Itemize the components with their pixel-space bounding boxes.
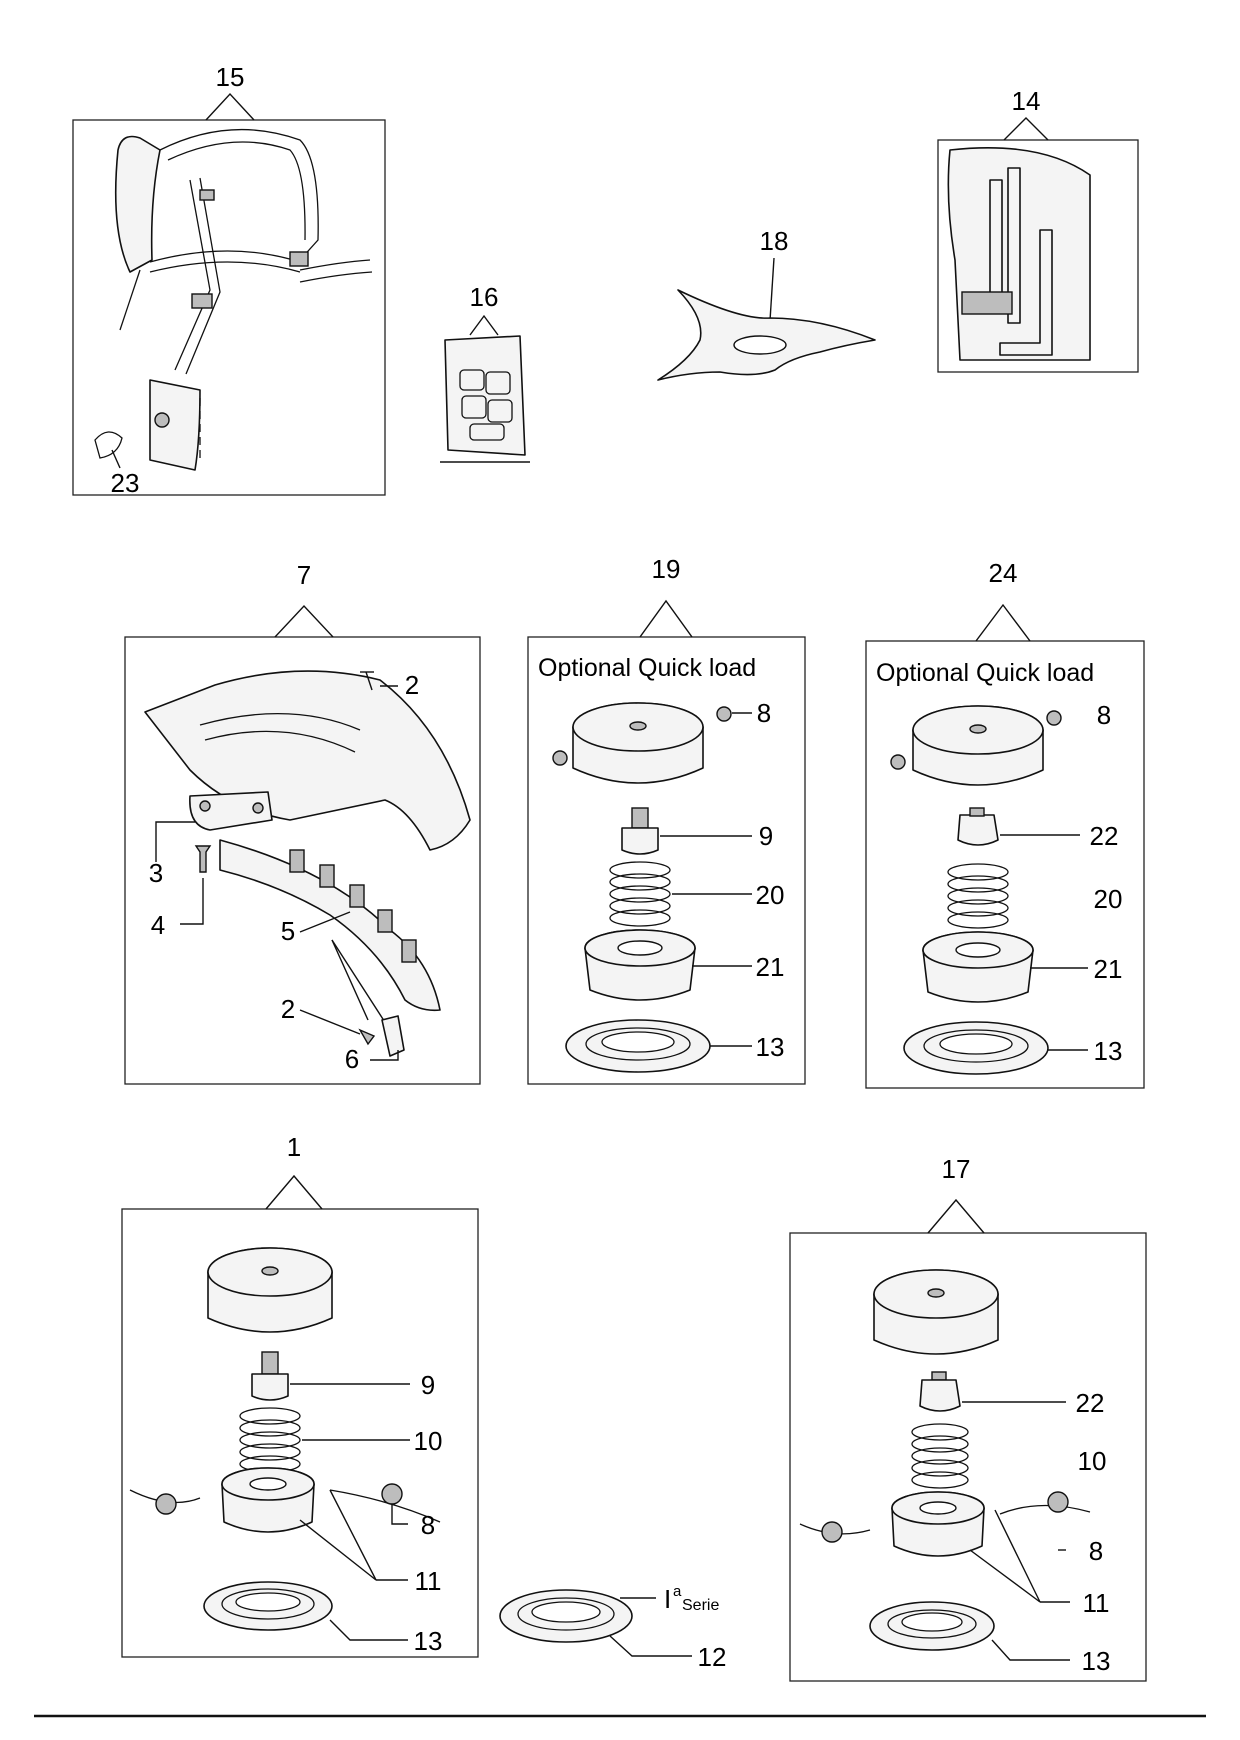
group-15-harness: 15 23 <box>72 62 386 498</box>
screw-icon <box>365 671 373 691</box>
group-19-caption: Optional Quick load <box>538 654 756 682</box>
group-7-guard: 7 2 3 4 5 2 <box>124 560 481 1085</box>
screw-2-icon <box>358 1028 376 1046</box>
group-24-quickload: 24 Optional Quick load 8 22 20 21 13 <box>865 558 1145 1089</box>
part-23-label: 23 <box>111 468 140 498</box>
part-serie-superscript: a <box>673 1583 682 1600</box>
group-18-blade: 18 <box>657 226 876 381</box>
group-14-tools: 14 <box>937 86 1139 373</box>
group-1-head: 1 9 10 8 11 <box>121 1132 479 1658</box>
nut-22-icon <box>919 1379 961 1412</box>
part-21-label: 21 <box>1094 954 1123 984</box>
blade-icon <box>657 289 876 381</box>
spring-10-icon <box>239 1407 301 1473</box>
part-13-label: 13 <box>414 1626 443 1656</box>
eyelet-8-icon <box>716 706 732 722</box>
eyelet-8-icon <box>1046 710 1062 726</box>
part-10-label: 10 <box>414 1426 443 1456</box>
group-17-number: 17 <box>942 1154 971 1184</box>
part-8-label: 8 <box>757 698 771 728</box>
group-19-quickload: 19 Optional Quick load 8 9 20 21 <box>527 554 806 1085</box>
part-4-label: 4 <box>151 910 165 940</box>
part-20-label: 20 <box>756 880 785 910</box>
bolt-9-icon <box>251 1373 289 1401</box>
spring-10-icon <box>911 1423 969 1489</box>
part-9-label: 9 <box>421 1370 435 1400</box>
eyelet-8-icon <box>821 1521 843 1543</box>
hex-key-icon <box>999 229 1053 356</box>
part-6-label: 6 <box>345 1044 359 1074</box>
part-serie-label: Serie <box>682 1597 719 1614</box>
group-24-number: 24 <box>989 558 1018 588</box>
part-13-label: 13 <box>756 1032 785 1062</box>
plate-6-icon <box>381 1015 405 1057</box>
spring-20-icon <box>609 861 671 927</box>
group-16-sticker: 16 <box>440 282 530 463</box>
group-24-caption: Optional Quick load <box>876 659 1094 687</box>
group-17-head: 17 22 10 8 11 <box>789 1154 1147 1682</box>
group-1-number: 1 <box>287 1132 301 1162</box>
hook-icon <box>154 412 170 428</box>
nut-22-icon <box>957 814 999 846</box>
screw-4-icon <box>194 845 212 873</box>
part-5-label: 5 <box>281 916 295 946</box>
spring-20-icon <box>947 863 1009 929</box>
part-8-label: 8 <box>421 1510 435 1540</box>
shoulder-pad-icon <box>114 135 161 273</box>
part-8-label: 8 <box>1089 1536 1103 1566</box>
eyelet-8-icon <box>155 1493 177 1515</box>
bolt-9-icon <box>621 827 659 855</box>
group-14-number: 14 <box>1012 86 1041 116</box>
part-21-label: 21 <box>756 952 785 982</box>
part-13-label: 13 <box>1094 1036 1123 1066</box>
part-13-label: 13 <box>1082 1646 1111 1676</box>
part-2-label-top: 2 <box>405 670 419 700</box>
part-serie-roman: I <box>664 1584 671 1614</box>
group-18-number: 18 <box>760 226 789 256</box>
group-7-number: 7 <box>297 560 311 590</box>
hip-pad-icon <box>149 379 201 471</box>
bracket-icon <box>189 791 273 831</box>
group-16-number: 16 <box>470 282 499 312</box>
part-10-label: 10 <box>1078 1446 1107 1476</box>
part-12-serie: I a Serie 12 <box>499 1583 727 1672</box>
sticker-sheet-icon <box>444 335 526 456</box>
part-12-label: 12 <box>698 1642 727 1672</box>
clip-23-icon <box>94 431 123 459</box>
screwdriver-icon <box>989 179 1003 311</box>
guard-flap-icon <box>219 839 441 1012</box>
part-8-label: 8 <box>1097 700 1111 730</box>
part-3-label: 3 <box>149 858 163 888</box>
part-22-label: 22 <box>1090 821 1119 851</box>
part-11-label: 11 <box>1083 1588 1110 1618</box>
guard-shell-icon <box>144 670 471 851</box>
part-2-label-bottom: 2 <box>281 994 295 1024</box>
part-22-label: 22 <box>1076 1388 1105 1418</box>
part-9-label: 9 <box>759 821 773 851</box>
group-19-number: 19 <box>652 554 681 584</box>
buckle-icon <box>191 293 213 309</box>
part-11-label: 11 <box>415 1566 442 1596</box>
group-15-number: 15 <box>216 62 245 92</box>
part-20-label: 20 <box>1094 884 1123 914</box>
